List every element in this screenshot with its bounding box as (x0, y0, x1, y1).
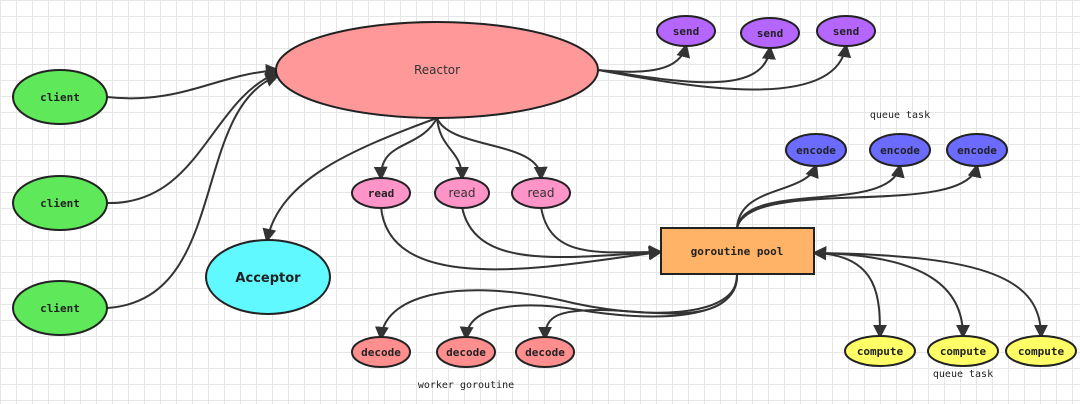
edge-reactor-read1 (373, 117, 438, 181)
encode-node: encode (869, 133, 931, 167)
client-node: client (12, 175, 108, 231)
send-label: send (673, 25, 700, 38)
compute-node: compute (927, 335, 999, 367)
edge-client3-reactor (106, 73, 280, 309)
decode-node: decode (351, 336, 411, 368)
compute-label: compute (857, 345, 904, 358)
read-node: read (434, 177, 490, 209)
send-queue-note: queue task (870, 110, 930, 121)
edge-client2-reactor (106, 70, 280, 205)
encode-label: encode (796, 144, 836, 157)
encode-label: encode (957, 144, 997, 157)
send-node: send (740, 17, 800, 49)
client-label: client (40, 91, 80, 104)
acceptor-node: Acceptor (205, 239, 331, 315)
edges (106, 43, 1048, 341)
edge-reactor-acceptor (262, 117, 438, 243)
edge-reactor-read2 (436, 117, 469, 181)
read-label: read (527, 186, 554, 200)
compute-label: compute (1018, 345, 1065, 358)
edge-reactor-read3 (436, 117, 548, 181)
encode-node: encode (785, 133, 847, 167)
compute-node: compute (844, 335, 916, 367)
edge-pool-encode1 (736, 163, 819, 229)
goroutine-pool-node: goroutine pool (660, 227, 815, 275)
edge-read3-pool (540, 206, 663, 260)
client-node: client (12, 69, 108, 125)
edge-read1-pool (380, 206, 663, 271)
edge-pool-decode3 (538, 273, 738, 341)
read-label: read (448, 186, 475, 200)
edge-reactor-send3 (597, 43, 852, 91)
decode-label: decode (361, 346, 401, 359)
edge-reactor-send1 (597, 43, 691, 73)
read-label: read (368, 187, 395, 200)
client-node: client (12, 280, 108, 336)
client-label: client (40, 302, 80, 315)
send-node: send (816, 15, 876, 47)
edge-client1-reactor (106, 63, 280, 100)
edge-read2-pool (461, 206, 663, 260)
edge-pool-encode2 (736, 163, 905, 229)
decode-node: decode (515, 336, 575, 368)
goroutine-pool-label: goroutine pool (691, 245, 784, 258)
edge-pool-compute1 (812, 246, 887, 339)
edge-pool-compute2 (812, 246, 970, 339)
encode-label: encode (880, 144, 920, 157)
worker-goroutine-note: worker goroutine (418, 380, 514, 391)
reactor-label: Reactor (414, 63, 460, 77)
send-label: send (833, 25, 860, 38)
compute-label: compute (940, 345, 987, 358)
read-node: read (351, 177, 411, 209)
decode-label: decode (525, 346, 565, 359)
compute-queue-note: queue task (933, 369, 993, 380)
send-label: send (757, 27, 784, 40)
reactor-node: Reactor (275, 21, 599, 119)
send-node: send (656, 15, 716, 47)
compute-node: compute (1005, 335, 1077, 367)
acceptor-label: Acceptor (235, 271, 301, 286)
encode-node: encode (946, 133, 1008, 167)
decode-label: decode (446, 346, 486, 359)
edge-pool-decode2 (459, 273, 739, 341)
edge-pool-decode1 (374, 273, 739, 341)
client-label: client (40, 197, 80, 210)
edge-pool-compute3 (812, 246, 1048, 339)
decode-node: decode (436, 336, 496, 368)
read-node: read (511, 177, 571, 209)
edge-pool-encode3 (736, 163, 982, 229)
